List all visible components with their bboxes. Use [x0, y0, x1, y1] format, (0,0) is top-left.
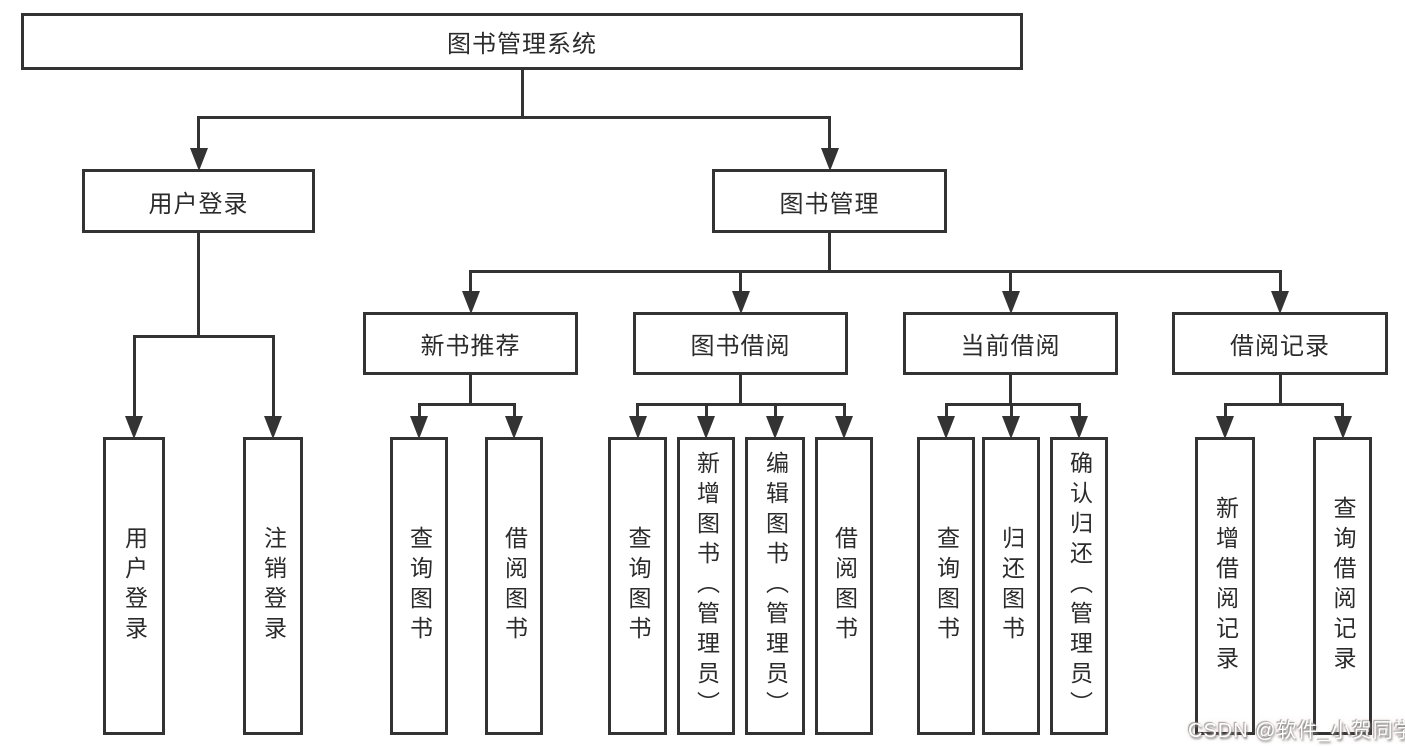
- node-label-query-borrow-record: 查询借阅记录: [1330, 496, 1356, 676]
- connector-stem: [1009, 402, 1013, 418]
- connector-stem: [197, 115, 200, 150]
- node-add-book: 新增图书（管理员）: [677, 437, 735, 735]
- arrow-down-icon: [189, 148, 208, 171]
- arrow-down-icon: [1333, 416, 1352, 439]
- node-add-borrow-record: 新增借阅记录: [1195, 437, 1255, 735]
- node-label-user-login: 用户登录: [148, 190, 249, 218]
- connector-stem: [1223, 402, 1227, 418]
- node-borrow-book-1: 借阅图书: [485, 437, 543, 735]
- arrow-down-icon: [505, 416, 523, 439]
- node-query-book-3: 查询图书: [917, 437, 975, 735]
- connector-stem: [773, 402, 777, 418]
- connector-stem: [1278, 269, 1282, 293]
- node-label-add-book: 新增图书（管理员）: [693, 451, 720, 721]
- connector-stem: [828, 115, 831, 150]
- node-current-borrow: 当前借阅: [903, 312, 1118, 375]
- node-label-new-book-rec: 新书推荐: [420, 333, 521, 360]
- node-label-book-borrow: 图书借阅: [690, 333, 791, 360]
- node-book-mgmt: 图书管理: [712, 169, 947, 233]
- node-label-borrow-book-2: 借阅图书: [831, 526, 858, 646]
- node-confirm-return: 确认归还（管理员）: [1050, 437, 1108, 735]
- arrow-down-icon: [1001, 291, 1020, 314]
- node-label-query-book-3: 查询图书: [933, 526, 960, 646]
- node-label-borrow-record: 借阅记录: [1230, 333, 1330, 360]
- connector-stem: [842, 402, 846, 418]
- connector-splitter: [1223, 402, 1344, 406]
- connector-stub: [520, 68, 524, 119]
- node-label-add-borrow-record: 新增借阅记录: [1212, 496, 1239, 676]
- node-query-book-1: 查询图书: [390, 437, 448, 735]
- arrow-down-icon: [937, 416, 955, 439]
- arrow-down-icon: [125, 416, 143, 439]
- node-query-borrow-record: 查询借阅记录: [1313, 437, 1372, 735]
- connector-splitter: [636, 402, 846, 406]
- arrow-down-icon: [410, 416, 428, 439]
- arrow-down-icon: [731, 291, 750, 314]
- arrow-down-icon: [264, 416, 282, 439]
- arrow-down-icon: [1070, 416, 1088, 439]
- node-login: 用户登录: [103, 437, 165, 735]
- connector-splitter: [417, 402, 516, 406]
- node-edit-book: 编辑图书（管理员）: [745, 437, 805, 735]
- node-label-query-book-2: 查询图书: [625, 526, 651, 646]
- connector-stub: [739, 373, 742, 406]
- arrow-down-icon: [1271, 291, 1289, 314]
- node-new-book-rec: 新书推荐: [363, 312, 578, 375]
- arrow-down-icon: [766, 416, 784, 439]
- node-label-return-book: 归还图书: [998, 526, 1025, 646]
- connector-stem: [944, 402, 948, 418]
- node-label-borrow-book-1: 借阅图书: [501, 526, 528, 646]
- node-return-book: 归还图书: [982, 437, 1040, 735]
- connector-stem: [636, 402, 639, 418]
- arrow-down-icon: [461, 291, 480, 314]
- connector-stem: [739, 269, 742, 293]
- node-label-confirm-return: 确认归还（管理员）: [1066, 451, 1093, 721]
- connector-stem: [704, 402, 708, 418]
- arrow-down-icon: [1216, 416, 1234, 439]
- connector-stem: [1077, 402, 1081, 418]
- node-label-query-book-1: 查询图书: [406, 526, 433, 646]
- node-borrow-book-2: 借阅图书: [815, 437, 873, 735]
- node-borrow-record: 借阅记录: [1172, 312, 1388, 375]
- node-query-book-2: 查询图书: [608, 437, 667, 735]
- node-label-root: 图书管理系统: [447, 31, 597, 58]
- csdn-watermark: CSDN @软件_小贺同学: [1188, 720, 1405, 742]
- connector-splitter: [469, 269, 1282, 273]
- arrow-down-icon: [820, 148, 839, 171]
- connector-stub: [1278, 373, 1282, 406]
- connector-stem: [1341, 402, 1344, 418]
- node-label-edit-book: 编辑图书（管理员）: [762, 451, 789, 721]
- connector-stub: [1009, 373, 1012, 406]
- node-user-login: 用户登录: [82, 169, 315, 233]
- connector-stem: [512, 402, 516, 418]
- node-label-logout: 注销登录: [260, 526, 287, 646]
- node-label-book-mgmt: 图书管理: [779, 190, 880, 218]
- connector-stub: [828, 231, 831, 273]
- connector-stem: [417, 402, 421, 418]
- arrow-down-icon: [697, 416, 715, 439]
- connector-stem: [271, 334, 275, 418]
- connector-stub: [469, 373, 472, 406]
- node-book-borrow: 图书借阅: [633, 312, 848, 375]
- connector-stem: [1009, 269, 1012, 293]
- node-root: 图书管理系统: [21, 13, 1023, 70]
- node-logout: 注销登录: [243, 437, 303, 735]
- connector-stem: [132, 334, 136, 418]
- arrow-down-icon: [835, 416, 853, 439]
- connector-splitter: [944, 402, 1081, 406]
- connector-splitter: [132, 334, 275, 338]
- connector-stem: [469, 269, 472, 293]
- connector-splitter: [197, 115, 831, 119]
- node-label-login: 用户登录: [121, 526, 148, 646]
- arrow-down-icon: [628, 416, 647, 439]
- node-label-current-borrow: 当前借阅: [960, 333, 1061, 360]
- connector-stub: [197, 231, 200, 338]
- arrow-down-icon: [1002, 416, 1020, 439]
